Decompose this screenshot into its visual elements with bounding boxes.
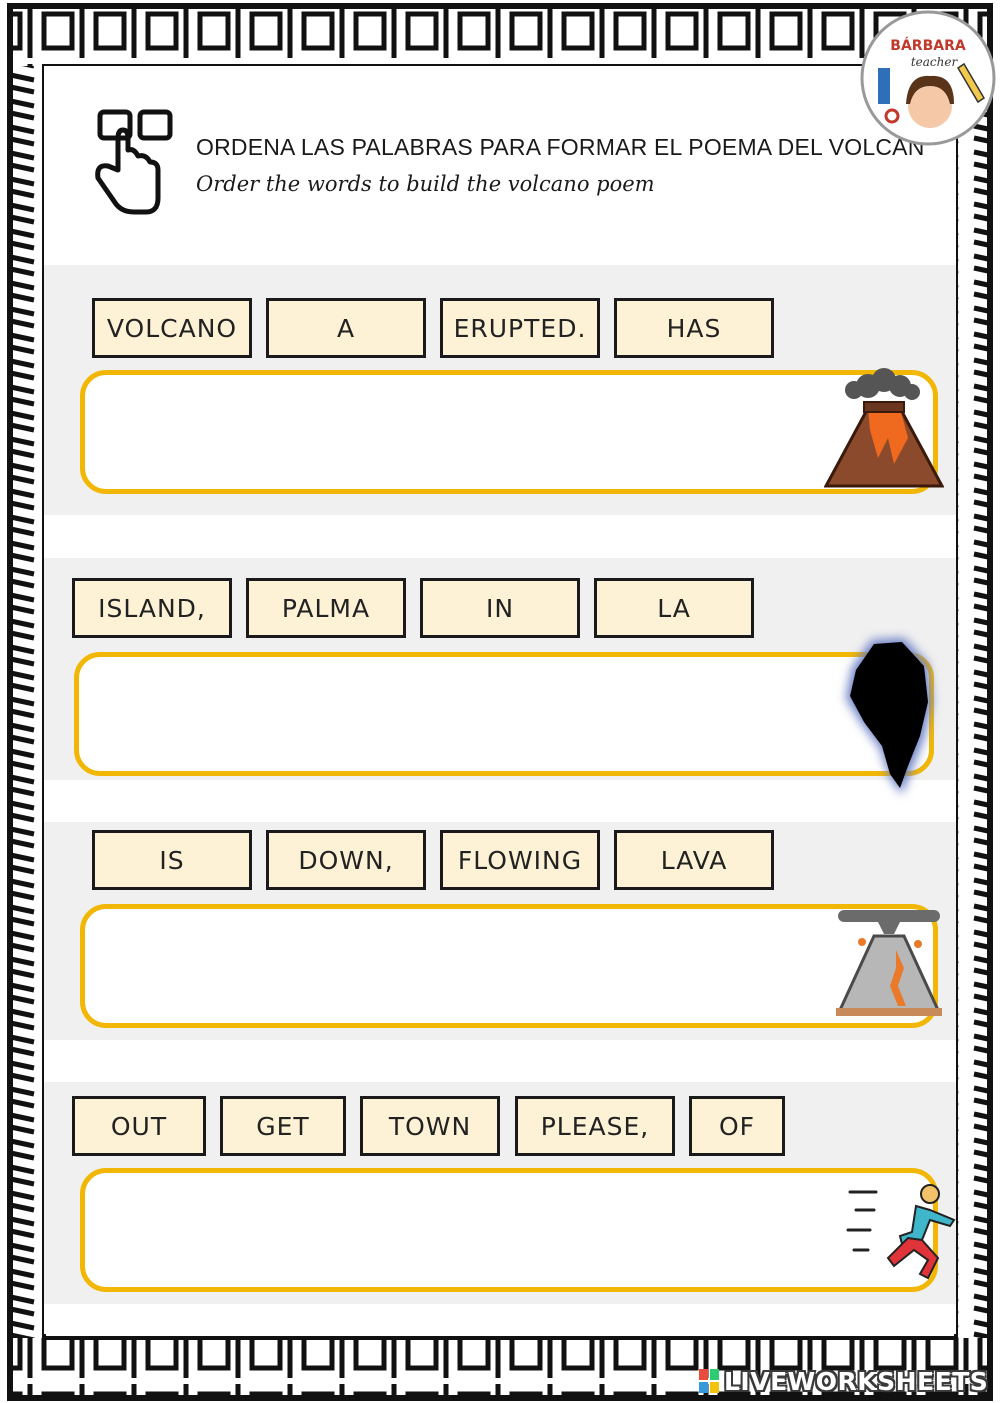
erupting-volcano-icon xyxy=(824,368,944,488)
brand-text: LIVEWORKSHEETS xyxy=(724,1366,989,1396)
la-palma-island-silhouette xyxy=(846,638,932,794)
svg-text:BÁRBARA: BÁRBARA xyxy=(890,37,966,54)
svg-text:teacher: teacher xyxy=(911,55,959,69)
word-card[interactable]: PLEASE, xyxy=(515,1096,675,1156)
word-card[interactable]: VOLCANO xyxy=(92,298,252,358)
word-card[interactable]: HAS xyxy=(614,298,774,358)
running-person-icon xyxy=(846,1184,956,1280)
word-card[interactable]: DOWN, xyxy=(266,830,426,890)
answer-drop-zone-3[interactable] xyxy=(80,904,938,1028)
word-card[interactable]: ERUPTED. xyxy=(440,298,600,358)
instruction-english: Order the words to build the volcano poe… xyxy=(196,172,655,196)
word-card[interactable]: IN xyxy=(420,578,580,638)
liveworksheets-watermark: LIVEWORKSHEETS xyxy=(698,1365,988,1397)
word-card[interactable]: IS xyxy=(92,830,252,890)
answer-drop-zone-2[interactable] xyxy=(74,652,934,776)
word-card[interactable]: A xyxy=(266,298,426,358)
tap-drag-hand-icon xyxy=(95,109,173,215)
word-card[interactable]: PALMA xyxy=(246,578,406,638)
word-card[interactable]: FLOWING xyxy=(440,830,600,890)
answer-drop-zone-4[interactable] xyxy=(80,1168,938,1292)
word-card[interactable]: GET xyxy=(220,1096,346,1156)
word-card[interactable]: LAVA xyxy=(614,830,774,890)
liveworksheets-logo-icon xyxy=(699,1369,719,1393)
instruction-spanish: ORDENA LAS PALABRAS PARA FORMAR EL POEMA… xyxy=(196,134,925,160)
word-card[interactable]: OF xyxy=(689,1096,785,1156)
word-card[interactable]: TOWN xyxy=(360,1096,500,1156)
teacher-badge-logo: BÁRBARA teacher xyxy=(860,10,996,146)
answer-drop-zone-1[interactable] xyxy=(80,370,938,494)
word-card[interactable]: OUT xyxy=(72,1096,206,1156)
word-card[interactable]: LA xyxy=(594,578,754,638)
word-card[interactable]: ISLAND, xyxy=(72,578,232,638)
lava-flow-volcano-icon xyxy=(836,910,942,1016)
